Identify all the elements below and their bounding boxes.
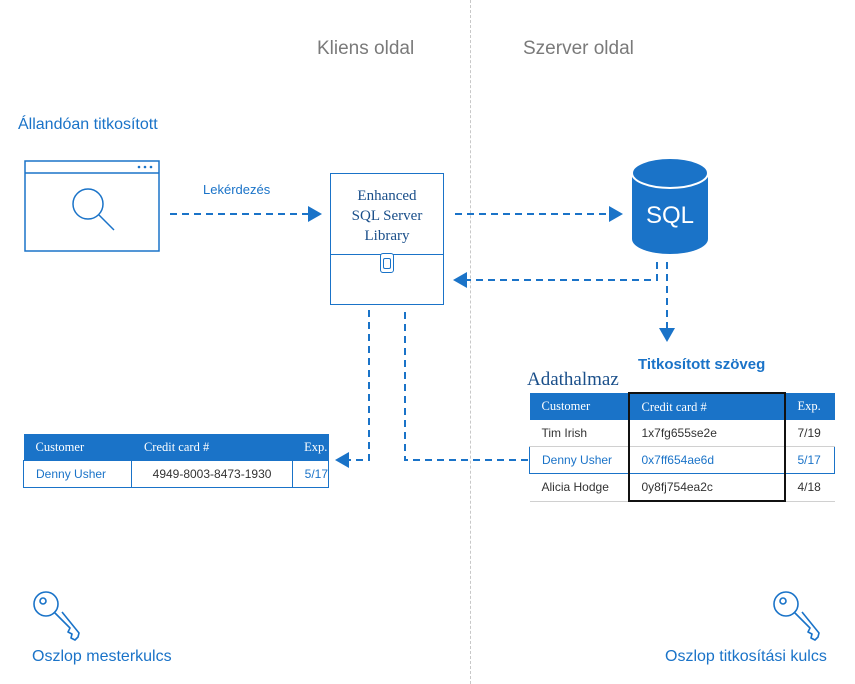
browser-window [24, 160, 160, 252]
server-cell-customer: Denny Usher [529, 446, 629, 474]
ciphertext-label: Titkosított szöveg [638, 356, 766, 373]
client-table-header-customer: Customer [23, 434, 132, 461]
server-cell-exp: 4/18 [784, 473, 835, 502]
client-side-heading: Kliens oldal [317, 38, 415, 59]
library-label-line3: Library [364, 228, 410, 244]
server-cell-exp: 5/17 [784, 446, 835, 474]
server-encrypted-table: Customer Credit card # Exp. Tim Irish 1x… [529, 392, 835, 502]
client-cell-customer: Denny Usher [22, 460, 132, 488]
dataset-label: Adathalmaz [527, 369, 619, 390]
column-encryption-key-label: Oszlop titkosítási kulcs [665, 648, 827, 665]
enhanced-library-box [330, 173, 444, 305]
column-master-key-label: Oszlop mesterkulcs [32, 648, 172, 665]
library-to-client-table-arrow [335, 310, 370, 468]
server-cell-card: 0x7ff654ae6d [627, 446, 786, 474]
sql-to-library-arrow [453, 262, 658, 288]
client-table-header-card: Credit card # [131, 434, 293, 461]
client-table-header-row: Customer Credit card # Exp. [23, 434, 329, 461]
lock-icon-inner [383, 258, 391, 269]
table-row: Alicia Hodge 0y8fj754ea2c 4/18 [529, 473, 835, 502]
server-table-to-library-line [404, 310, 528, 461]
always-encrypted-label: Állandóan titkosított [18, 116, 158, 133]
server-side-heading: Szerver oldal [523, 38, 634, 59]
library-label: Enhanced SQL Server Library [330, 186, 444, 246]
sql-label: SQL [646, 202, 694, 229]
server-table-header-card: Credit card # [627, 392, 786, 420]
client-decrypted-table: Customer Credit card # Exp. Denny Usher … [22, 434, 330, 488]
client-cell-exp: 5/17 [292, 460, 330, 488]
search-icon [72, 188, 115, 231]
server-cell-customer: Tim Irish [529, 420, 629, 447]
client-server-divider [470, 0, 471, 684]
server-table-header-row: Customer Credit card # Exp. [529, 392, 835, 420]
client-cell-card: 4949-8003-8473-1930 [131, 460, 293, 488]
query-label: Lekérdezés [203, 182, 271, 197]
server-cell-card: 0y8fj754ea2c [627, 473, 786, 502]
key-icon [33, 591, 80, 641]
server-table-header-customer: Customer [529, 393, 629, 420]
library-label-line1: Enhanced [357, 188, 417, 204]
server-cell-customer: Alicia Hodge [529, 473, 629, 502]
server-table-header-exp: Exp. [784, 393, 835, 420]
client-table-header-exp: Exp. [292, 434, 329, 461]
library-label-line2: SQL Server [351, 208, 423, 224]
database-icon: SQL [631, 157, 709, 254]
table-row: Denny Usher 4949-8003-8473-1930 5/17 [22, 460, 330, 488]
key-icon [773, 591, 820, 641]
server-cell-card: 1x7fg655se2e [627, 420, 786, 447]
table-row: Denny Usher 0x7ff654ae6d 5/17 [529, 446, 835, 474]
table-row: Tim Irish 1x7fg655se2e 7/19 [529, 420, 835, 447]
server-cell-exp: 7/19 [784, 420, 835, 447]
